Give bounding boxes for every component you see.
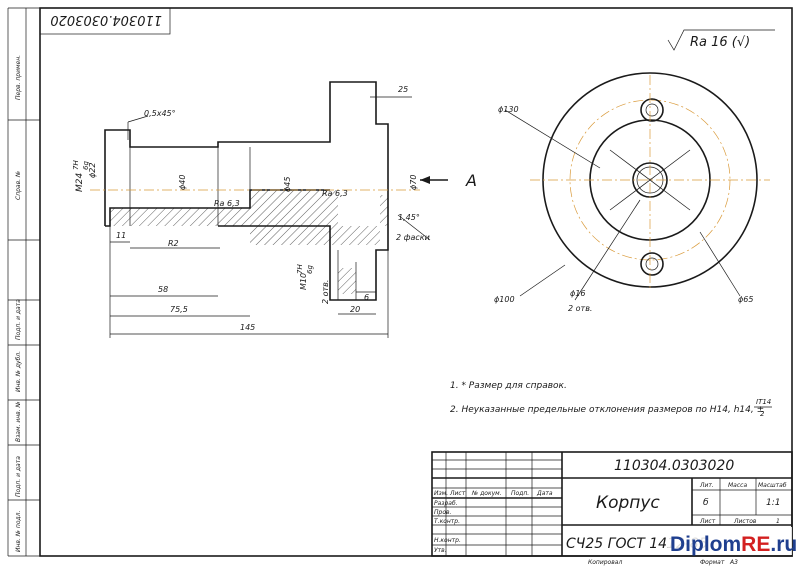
- side-label-0: Перв. примен.: [15, 55, 22, 100]
- dim-m24-tol-top: 7H: [72, 160, 80, 170]
- roughness-b: Ra 6,3: [322, 189, 348, 198]
- dim-c100: ϕ100: [494, 295, 515, 304]
- dim-c65: ϕ65: [738, 295, 753, 304]
- dim-d22: ϕ22: [88, 163, 97, 178]
- side-label-1: Справ. №: [15, 171, 22, 200]
- dim-w25: 25: [398, 85, 408, 94]
- dim-holes2: 2 отв.: [321, 280, 330, 304]
- dim-m10-tol-top: 7H: [296, 264, 304, 274]
- col-header-4: Дата: [536, 490, 553, 497]
- note-2: 2. Неуказанные предельные отклонения раз…: [450, 405, 764, 415]
- watermark-part3: .ru: [770, 533, 797, 556]
- copied-label: Копировал: [588, 559, 622, 566]
- part-front-view: ϕ130 ϕ100 ϕ16 2 отв. ϕ65: [494, 72, 770, 313]
- side-label-6: Инв. № подл.: [15, 511, 22, 552]
- dim-l755: 75,5: [170, 305, 188, 314]
- role-4: Утв.: [434, 547, 447, 554]
- rotated-drawing-number: 110304.0303020: [50, 12, 162, 27]
- dim-m10-tol-bot: 6g: [306, 265, 314, 274]
- dim-w6: 6: [364, 293, 369, 302]
- role-2: Т.контр.: [434, 518, 460, 525]
- dim-c130: ϕ130: [498, 105, 519, 114]
- title-doc-number: 110304.0303020: [614, 458, 734, 474]
- role-0: Разраб.: [434, 500, 458, 507]
- sheet-frame: [39, 7, 793, 557]
- roughness-general-text: Ra 16 (√): [690, 35, 750, 50]
- format-label: Формат: [700, 559, 725, 566]
- dim-d40: ϕ40: [178, 175, 187, 190]
- side-label-5: Подп. и дата: [15, 456, 22, 497]
- format-value: А3: [729, 559, 738, 566]
- watermark-part2: RE: [741, 533, 770, 556]
- dim-m24-tol-bot: 6g: [82, 161, 90, 170]
- col-header-3: Подп.: [511, 490, 529, 497]
- dim-l145: 145: [240, 323, 255, 332]
- title-block: Изм. Лист № докум. Подп. Дата Разраб. Пр…: [431, 451, 793, 557]
- dim-w20: 20: [350, 305, 360, 314]
- sheet-label: Лист: [699, 518, 716, 525]
- part-side-view: A 0,5х45° 25 ϕ22 M24 7H 6g ϕ40 ϕ45 ϕ70 R…: [72, 81, 477, 338]
- sheets-label: Листов: [733, 518, 757, 525]
- lit-value: б: [703, 498, 709, 508]
- general-roughness: Ra 16 (√): [667, 29, 775, 51]
- dim-l58: 58: [158, 285, 168, 294]
- roughness-a: Ra 6,3: [214, 199, 240, 208]
- side-label-2: Подп. и дата: [15, 299, 22, 340]
- dim-c16-note: 2 отв.: [568, 304, 592, 313]
- dim-r2: R2: [168, 239, 179, 248]
- sheets-value: 1: [776, 518, 780, 525]
- role-3: Н.контр.: [434, 537, 461, 544]
- note-1: 1. * Размер для справок.: [450, 381, 567, 391]
- note-2-frac-top: IT14: [756, 398, 771, 406]
- side-strip: Перв. примен. Справ. № Подп. и дата Инв.…: [7, 8, 40, 556]
- dim-d45: ϕ45: [283, 177, 292, 192]
- side-label-3: Инв. № дубл.: [15, 351, 22, 392]
- technical-notes: 1. * Размер для справок. 2. Неуказанные …: [450, 381, 772, 418]
- view-label: A: [465, 171, 477, 190]
- svg-text:DiplomRE.ru: DiplomRE.ru: [670, 533, 797, 556]
- dim-ch145: 1,45°: [398, 213, 420, 222]
- role-1: Пров.: [434, 509, 452, 516]
- part-name: Корпус: [596, 493, 660, 513]
- col-header-2: № докум.: [471, 490, 502, 497]
- watermark-part1: Diplom: [670, 533, 741, 556]
- dim-w11: 11: [116, 231, 126, 240]
- side-label-4: Взам. инв. №: [15, 401, 22, 442]
- dim-ch05: 0,5х45°: [144, 109, 176, 118]
- rotated-number-box: 110304.0303020: [39, 7, 171, 35]
- dim-c16: ϕ16: [570, 289, 585, 298]
- col-header-1: Лист: [449, 490, 466, 497]
- scale-value: 1:1: [766, 498, 780, 508]
- dim-d70: ϕ70: [409, 175, 418, 190]
- dim-m24: M24: [75, 173, 85, 192]
- mass-label: Масса: [728, 482, 747, 489]
- lit-label: Лит.: [699, 482, 714, 489]
- col-header-0: Изм.: [434, 490, 448, 497]
- note-2-frac-bot: 2: [760, 410, 765, 418]
- scale-label: Масштаб: [758, 482, 787, 489]
- dim-ch-note: 2 фаски: [396, 233, 430, 242]
- dim-m10: M10: [299, 273, 308, 290]
- watermark-logo: DiplomRE.ru: [668, 527, 797, 556]
